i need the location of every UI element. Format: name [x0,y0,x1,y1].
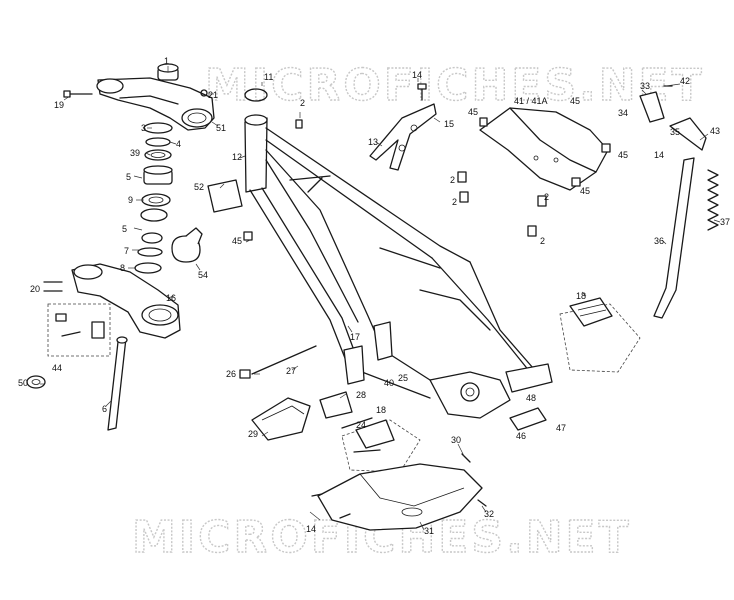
bolt-32 [477,499,487,507]
watermark-top: MICROFICHES.NET [205,60,705,111]
skid-plate-31 [317,463,483,531]
callout-9: 9 [128,195,133,205]
callout-27: 27 [286,366,296,376]
bracket-46 [509,407,547,431]
airbox-cover-41 [479,107,609,191]
washer-50 [26,375,46,389]
bolt-14-top [417,83,427,101]
callout-2: 2 [452,197,457,207]
callout-6: 6 [102,404,107,414]
callout-37: 37 [720,217,730,227]
callout-50: 50 [18,378,28,388]
callout-24: 24 [356,420,366,430]
bolts-20 [43,281,63,292]
bolt-30 [461,453,471,463]
clamp-54 [171,227,203,263]
callout-33: 33 [640,81,650,91]
callout-5: 5 [122,224,127,234]
callout-5: 5 [126,172,131,182]
hardware-kit-44 [47,303,111,357]
callout-42: 42 [680,76,690,86]
bracket-52 [207,179,243,213]
callout-7: 7 [124,246,129,256]
callout-29: 29 [248,429,258,439]
callout-14: 14 [306,524,316,534]
callout-12: 12 [232,152,242,162]
leader-lines [40,66,721,531]
callout-45: 45 [570,96,580,106]
bolts-14-bottom [311,493,351,519]
callout-45: 45 [232,236,242,246]
footpeg-left-18 [341,419,421,473]
clip-21 [200,89,208,97]
callout-32: 32 [484,509,494,519]
lower-triple-clamp [71,263,181,339]
bearing-stack [134,122,173,274]
steering-stem [107,336,128,431]
callout-45: 45 [468,107,478,117]
callout-2: 2 [544,192,549,202]
callout-48: 48 [526,393,536,403]
callout-43: 43 [710,126,720,136]
callout-18: 18 [576,291,586,301]
callout-45: 45 [618,150,628,160]
stand-bracket-33 [639,85,707,151]
callout-40: 40 [384,378,394,388]
footpeg-right-18 [559,297,641,373]
callout-35: 35 [670,127,680,137]
callout-21: 21 [208,90,218,100]
gasket-11 [244,88,268,102]
callout-18: 18 [376,405,386,415]
callout-3: 3 [141,123,146,133]
spring-37 [707,169,719,231]
main-frame [244,114,553,419]
callout-15: 15 [444,119,454,129]
callout-20: 20 [30,284,40,294]
callout-16: 16 [166,293,176,303]
bracket-28 [319,391,353,419]
callout-28: 28 [356,390,366,400]
callout-36: 36 [654,236,664,246]
bolt-19 [63,90,93,98]
callout-25: 25 [398,373,408,383]
upper-triple-clamp [96,77,215,131]
callout-2: 2 [300,98,305,108]
callout-2: 2 [540,236,545,246]
callout-14: 14 [412,70,422,80]
callout-2: 2 [450,175,455,185]
axle-bolt-27 [239,345,317,379]
callout-34: 34 [618,108,628,118]
callout-8: 8 [120,263,125,273]
callout-51: 51 [216,123,226,133]
sidestand-36 [653,157,695,319]
callout-labels: 1 2 2 2 2 2 3 4 5 5 6 7 8 9 11 12 13 14 … [18,56,730,536]
callout-52: 52 [194,182,204,192]
callout-11: 11 [264,72,273,82]
callout-30: 30 [451,435,461,445]
callout-47: 47 [556,423,566,433]
callout-1: 1 [164,56,169,66]
callout-26: 26 [226,369,236,379]
callout-45: 45 [580,186,590,196]
callout-31: 31 [424,526,434,536]
callout-4: 4 [176,139,181,149]
callout-46: 46 [516,431,526,441]
callout-13: 13 [368,137,378,147]
callout-41-41a: 41 / 41A [514,96,548,106]
callout-44: 44 [52,363,62,373]
engine-bracket-13 [369,103,437,171]
callout-19: 19 [54,100,64,110]
callout-14: 14 [654,150,664,160]
callout-39: 39 [130,148,140,158]
callout-17: 17 [350,332,360,342]
plate-29 [251,397,311,441]
callout-54: 54 [198,270,208,280]
bolt-24 [341,417,373,429]
clip-group [243,117,611,241]
